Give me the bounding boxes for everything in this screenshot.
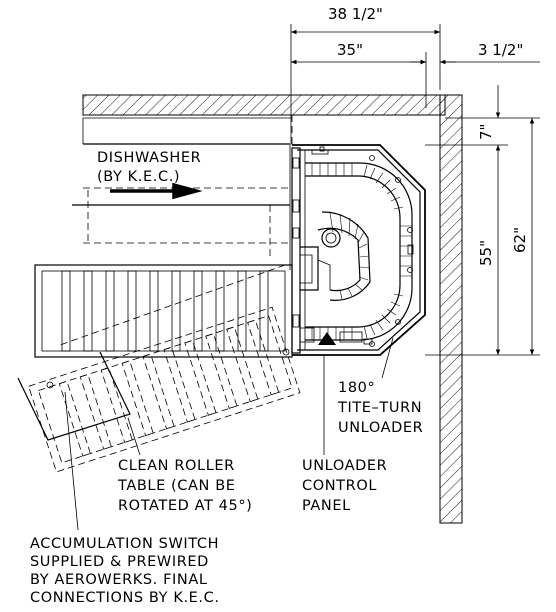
roller-table-label-line-2: TABLE (CAN BE (117, 478, 236, 494)
belt-slats (311, 163, 412, 340)
clean-roller-table-straight (34, 264, 293, 358)
accumulation-switch-label-line-1: ACCUMULATION SWITCH (30, 536, 219, 552)
control-panel-label-line-2: CONTROL (302, 478, 377, 494)
inner-spiral-ramp (300, 211, 371, 301)
roller-table-label-line-3: ROTATED AT 45°) (118, 498, 252, 514)
unloader-label: 180° TITE–TURN UNLOADER (337, 380, 423, 436)
dimension-lines (290, 24, 540, 356)
dim-inner-depth: 55" (477, 240, 495, 266)
dishwasher-label-line-2: (BY K.E.C.) (97, 169, 180, 185)
dim-overall-depth: 62" (511, 227, 529, 253)
dim-overall-width: 38 1/2" (328, 5, 383, 23)
rollers-straight (61, 270, 269, 352)
control-panel-marker (318, 332, 336, 345)
control-panel-label-line-1: UNLOADER (302, 458, 387, 474)
rail-details (292, 157, 363, 343)
clean-roller-table-rotated (28, 306, 301, 473)
dishwasher-label: DISHWASHER (BY K.E.C.) (97, 150, 201, 185)
wall-hatching (82, 94, 463, 524)
dim-small-depth: 7" (477, 124, 495, 140)
unloader-label-line-3: UNLOADER (338, 420, 423, 436)
accumulation-switch-label-line-4: CONNECTIONS BY K.E.C. (30, 590, 220, 606)
control-panel-label-line-3: PANEL (302, 498, 351, 514)
frame-bolts (311, 146, 414, 347)
accumulation-switch-label-line-2: SUPPLIED & PREWIRED (30, 554, 209, 570)
dim-offset: 3 1/2" (478, 41, 523, 59)
accumulation-switch-label: ACCUMULATION SWITCH SUPPLIED & PREWIRED … (30, 536, 220, 606)
roller-table-label: CLEAN ROLLER TABLE (CAN BE ROTATED AT 45… (117, 458, 252, 514)
accumulation-switch-label-line-3: BY AEROWERKS. FINAL (30, 572, 208, 588)
rotated-table-end (17, 351, 131, 441)
table-pivot-point (282, 348, 290, 356)
rollers-rotated (58, 319, 280, 457)
control-panel-label: UNLOADER CONTROL PANEL (302, 458, 387, 514)
dim-width: 35" (337, 41, 363, 59)
roller-table-label-line-1: CLEAN ROLLER (118, 458, 235, 474)
unloader-label-line-2: TITE–TURN (337, 400, 422, 416)
dishwasher-label-line-1: DISHWASHER (97, 150, 201, 166)
unloader-label-line-1: 180° (338, 380, 375, 396)
accumulation-switch-sensor (46, 381, 54, 389)
unloader-body (291, 144, 426, 356)
leader-lines (64, 337, 394, 531)
dimension-values: 38 1/2" 35" 3 1/2" 7" 55" 62" (328, 5, 529, 266)
flow-direction-arrow (110, 182, 203, 200)
